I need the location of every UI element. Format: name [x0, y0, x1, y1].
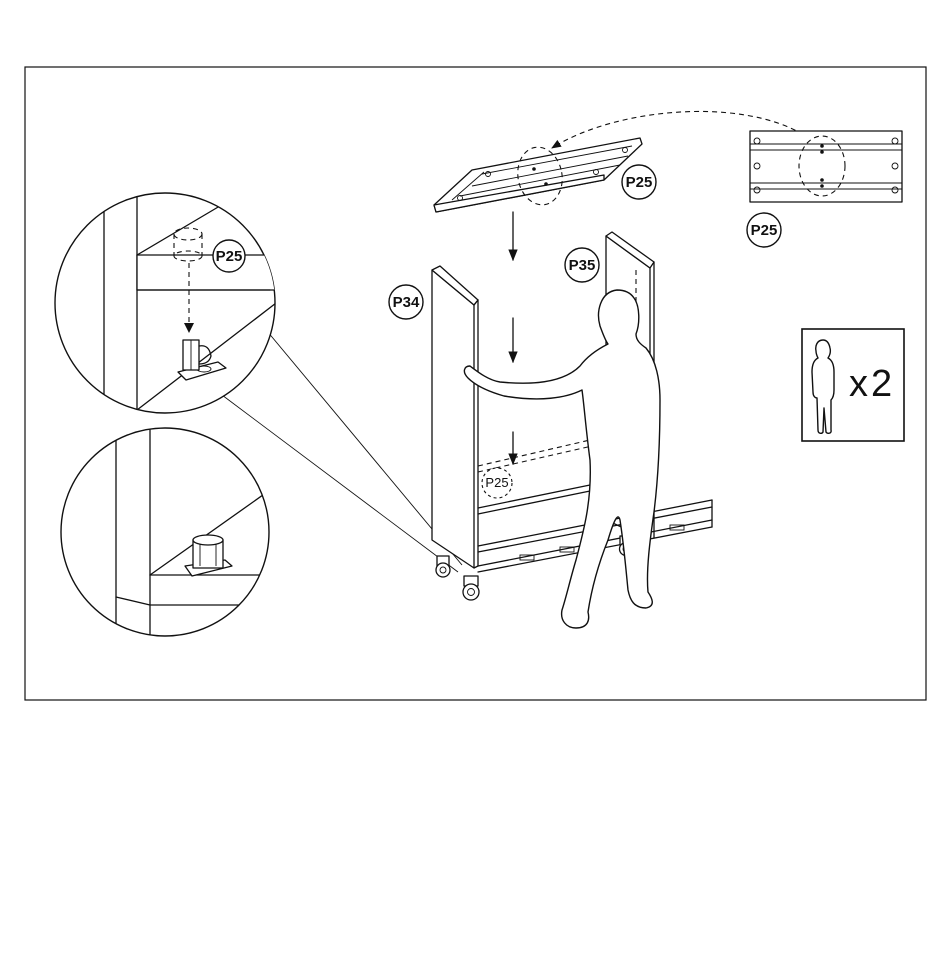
quantity-prefix: x — [849, 363, 868, 405]
part-label-zoom-text: P25 — [216, 248, 243, 265]
part-label-shelf-text: P25 — [485, 475, 508, 490]
part-label-top-panel-text: P25 — [626, 174, 653, 191]
caster-wheel-icon — [436, 556, 450, 577]
top-panel-detail: P25 — [747, 131, 902, 247]
quantity-count: 2 — [871, 363, 892, 405]
zoom-detail-cam-lock: P25 — [55, 193, 300, 420]
part-label-p35-text: P35 — [569, 257, 596, 274]
side-panel-p34: P34 — [389, 266, 478, 568]
caster-wheel-icon — [463, 576, 479, 600]
zoom-detail-installed — [61, 428, 280, 640]
person-icon — [464, 290, 660, 628]
part-label-detail-text: P25 — [751, 222, 778, 239]
part-label-p34-text: P34 — [393, 294, 420, 311]
top-panel-p25: P25 — [434, 138, 656, 212]
shelf-p25-ghost: P25 — [478, 440, 592, 514]
two-person-indicator: x 2 — [802, 329, 904, 441]
